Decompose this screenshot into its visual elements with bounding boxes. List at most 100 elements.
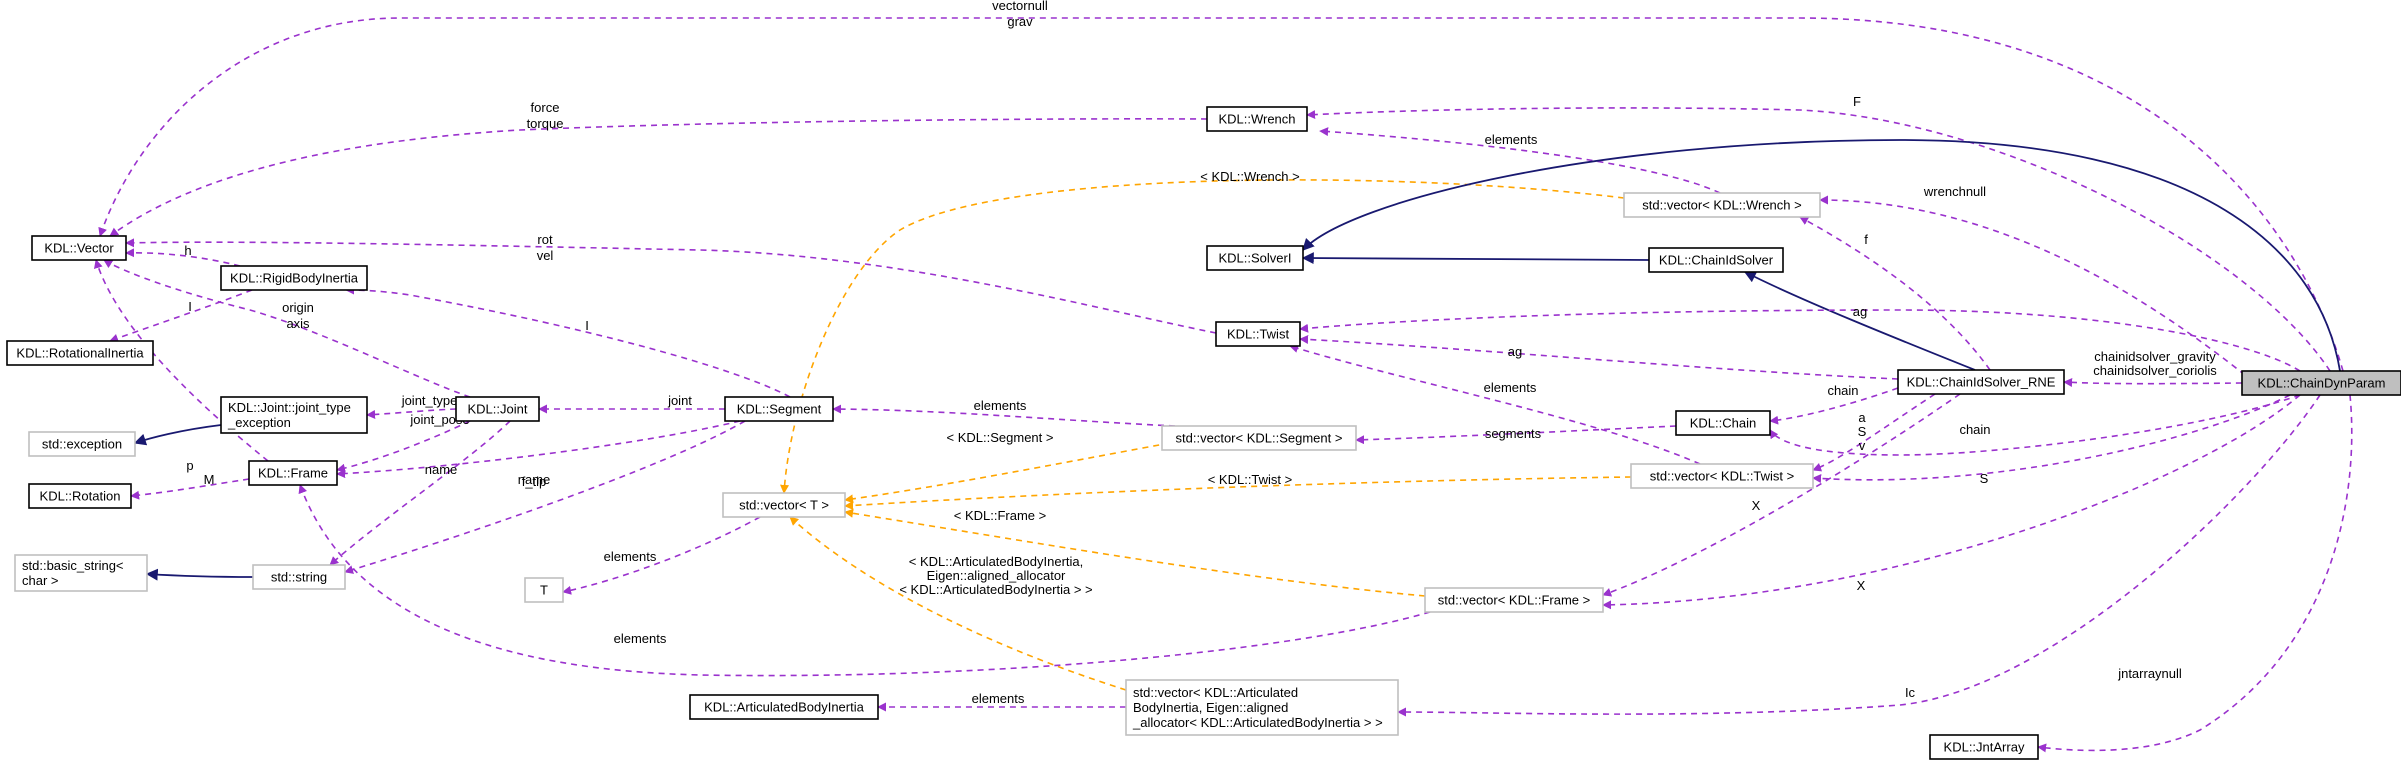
edge-joint-to-frame: [336, 420, 471, 473]
node-label: KDL::Frame: [258, 466, 328, 481]
edge-segment-to-string: [344, 420, 746, 574]
edge-label: name: [425, 462, 458, 477]
edge-frame-to-rotation: [130, 478, 250, 500]
edge-label: < KDL::Wrench >: [1200, 169, 1299, 184]
node-box: [722, 492, 846, 518]
edge-label: < KDL::ArticulatedBodyInertia,: [909, 554, 1084, 569]
edge-vec-twist-to-twist: [1289, 344, 1701, 465]
node-label: KDL::ArticulatedBodyInertia: [704, 700, 864, 715]
class-node-vec-frame[interactable]: std::vector< KDL::Frame >: [1424, 587, 1604, 613]
node-box: [1215, 321, 1301, 347]
class-node-rotationalinertia[interactable]: KDL::RotationalInertia: [6, 340, 154, 366]
edge-label: chain: [1827, 383, 1858, 398]
edge-label: jntarraynull: [2117, 666, 2182, 681]
node-label: KDL::RigidBodyInertia: [230, 271, 359, 286]
edge-chain-to-vec-segment: [1355, 425, 1677, 445]
edge-chainidsolver-rne-to-twist: [1299, 334, 1899, 380]
class-node-vector[interactable]: KDL::Vector: [31, 235, 127, 261]
edge-label: X: [1857, 578, 1866, 593]
node-box: [1897, 369, 2065, 395]
node-box: [1206, 245, 1304, 271]
edge-chainidsolver-rne-to-vec-wrench: [1799, 216, 1991, 371]
class-node-T[interactable]: T: [524, 577, 564, 603]
node-label: std::exception: [42, 437, 122, 452]
node-label: KDL::Joint::joint_type: [228, 400, 351, 415]
edge-label: elements: [1485, 132, 1538, 147]
class-node-vec-segment[interactable]: std::vector< KDL::Segment >: [1161, 425, 1357, 451]
class-node-string[interactable]: std::string: [252, 564, 346, 590]
node-label: KDL::Vector: [44, 241, 114, 256]
class-node-basic-string[interactable]: std::basic_string<char >: [14, 554, 148, 592]
class-node-rotation[interactable]: KDL::Rotation: [28, 483, 132, 509]
edge-chaindynparam-to-vec-frame: [1602, 394, 2301, 610]
class-node-twist[interactable]: KDL::Twist: [1215, 321, 1301, 347]
class-node-joint-type-exception[interactable]: KDL::Joint::joint_type_exception: [220, 396, 368, 434]
class-node-solveri[interactable]: KDL::SolverI: [1206, 245, 1304, 271]
edge-chaindynparam-to-vector: [98, 17, 2344, 372]
class-node-joint[interactable]: KDL::Joint: [455, 396, 540, 422]
node-box: [6, 340, 154, 366]
node-box: [220, 265, 368, 291]
node-label: T: [540, 583, 548, 598]
edge-label: force: [531, 100, 560, 115]
edge-label: wrenchnull: [1923, 184, 1986, 199]
edge-chainidsolver-rne-to-vec-frame: [1602, 393, 1961, 597]
node-label: KDL::ChainIdSolver_RNE: [1907, 375, 2056, 390]
class-node-chain[interactable]: KDL::Chain: [1675, 410, 1771, 436]
edge-frame-to-vector: [94, 259, 269, 462]
node-label: KDL::Segment: [737, 402, 822, 417]
edge-label: joint_pose: [409, 412, 469, 427]
class-node-vec-wrench[interactable]: std::vector< KDL::Wrench >: [1623, 192, 1821, 218]
node-label: std::vector< KDL::Segment >: [1176, 431, 1343, 446]
edge-joint-to-vector: [103, 259, 471, 398]
node-label: std::vector< KDL::Wrench >: [1642, 198, 1801, 213]
edge-vec-segment-to-stdvector-T: [844, 442, 1171, 504]
node-label: std::vector< KDL::Frame >: [1438, 593, 1590, 608]
class-node-segment[interactable]: KDL::Segment: [724, 396, 834, 422]
edge-label: vel: [537, 248, 554, 263]
node-label: char >: [22, 573, 59, 588]
class-node-vec-abinertia[interactable]: std::vector< KDL::ArticulatedBodyInertia…: [1125, 679, 1399, 736]
edge-label: vectornull: [992, 0, 1048, 13]
edge-label: f: [1864, 232, 1868, 247]
class-node-wrench[interactable]: KDL::Wrench: [1206, 106, 1308, 132]
node-label: KDL::JntArray: [1944, 740, 2025, 755]
class-node-exception[interactable]: std::exception: [28, 431, 136, 457]
class-node-abinertia[interactable]: KDL::ArticulatedBodyInertia: [689, 694, 879, 720]
node-label: KDL::Chain: [1690, 416, 1756, 431]
class-node-chainidsolver[interactable]: KDL::ChainIdSolver: [1648, 247, 1784, 273]
edge-joint-to-string: [329, 420, 511, 566]
node-box: [2241, 370, 2401, 396]
node-label: KDL::Joint: [468, 402, 528, 417]
edge-chaindynparam-to-jntarray: [2037, 394, 2353, 753]
edge-label: name: [518, 472, 551, 487]
class-node-chaindynparam[interactable]: KDL::ChainDynParam: [2241, 370, 2401, 396]
node-box: [31, 235, 127, 261]
edge-chaindynparam-to-twist: [1299, 309, 2301, 372]
edge-chaindynparam-to-vec-wrench: [1819, 195, 2246, 376]
node-box: [1161, 425, 1357, 451]
class-node-jntarray[interactable]: KDL::JntArray: [1929, 734, 2039, 760]
class-node-stdvector-T[interactable]: std::vector< T >: [722, 492, 846, 518]
node-label: KDL::RotationalInertia: [16, 346, 144, 361]
node-label: BodyInertia, Eigen::aligned: [1133, 700, 1288, 715]
node-label: std::vector< KDL::Articulated: [1133, 685, 1298, 700]
edge-chainidsolver-rne-to-chain: [1769, 387, 1899, 425]
edge-segment-to-rigidbodyinertia: [345, 285, 791, 398]
node-box: [1424, 587, 1604, 613]
class-node-vec-twist[interactable]: std::vector< KDL::Twist >: [1630, 463, 1814, 489]
node-box: [689, 694, 879, 720]
edge-label: f_tip: [522, 474, 547, 489]
edge-stdvector-T-to-T: [562, 516, 761, 595]
node-box: [1675, 410, 1771, 436]
edge-label: rot: [537, 232, 553, 247]
edge-label: M: [204, 472, 215, 487]
edge-label: v: [1859, 438, 1866, 453]
class-node-rigidbodyinertia[interactable]: KDL::RigidBodyInertia: [220, 265, 368, 291]
edge-label: torque: [527, 116, 564, 131]
class-node-chainidsolver-rne[interactable]: KDL::ChainIdSolver_RNE: [1897, 369, 2065, 395]
edge-label: < KDL::Frame >: [954, 508, 1046, 523]
edge-label: X: [1752, 498, 1761, 513]
edge-string-to-basic-string: [145, 568, 254, 581]
class-node-frame[interactable]: KDL::Frame: [248, 460, 338, 486]
